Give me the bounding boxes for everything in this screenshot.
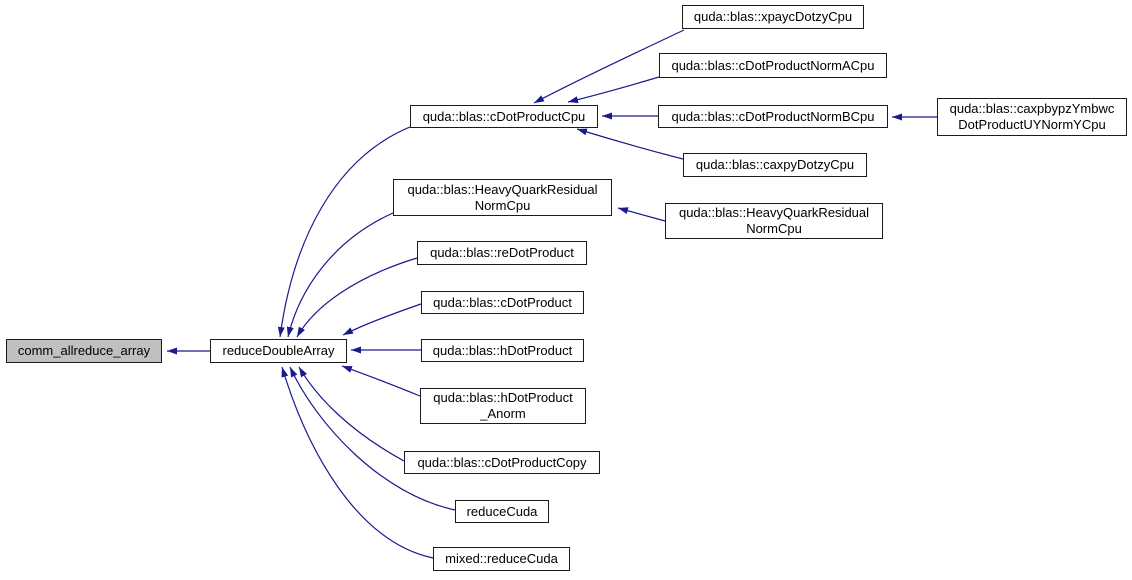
edge-HeavyQuarkResidualNormCpu-to-reduceDoubleArray <box>286 212 394 338</box>
edge-cDotProductCopy-to-reduceDoubleArray <box>298 366 405 462</box>
node-hDotProduct_Anorm[interactable]: quda::blas::hDotProduct _Anorm <box>420 388 586 424</box>
node-mixed_reduceCuda[interactable]: mixed::reduceCuda <box>433 547 570 571</box>
edge-cDotProduct-to-reduceDoubleArray <box>342 303 422 336</box>
edge-cDotProductNormACpu-to-cDotProductCpu <box>567 76 660 104</box>
node-reduceCuda[interactable]: reduceCuda <box>455 500 549 523</box>
node-comm_allreduce_array: comm_allreduce_array <box>6 339 162 363</box>
node-caxpyDotzyCpu[interactable]: quda::blas::caxpyDotzyCpu <box>683 153 867 177</box>
edge-reDotProduct-to-reduceDoubleArray <box>296 257 418 338</box>
node-cDotProductNormACpu[interactable]: quda::blas::cDotProductNormACpu <box>659 53 887 78</box>
node-cDotProductCopy[interactable]: quda::blas::cDotProductCopy <box>404 451 600 474</box>
node-cDotProductCpu[interactable]: quda::blas::cDotProductCpu <box>410 105 598 128</box>
node-cDotProductNormBCpu[interactable]: quda::blas::cDotProductNormBCpu <box>658 105 888 128</box>
edge-caxpyDotzyCpu-to-cDotProductCpu <box>576 128 684 160</box>
node-reduceDoubleArray[interactable]: reduceDoubleArray <box>210 339 347 363</box>
node-xpaycDotzyCpu[interactable]: quda::blas::xpaycDotzyCpu <box>682 5 864 29</box>
node-hDotProduct[interactable]: quda::blas::hDotProduct <box>421 339 584 362</box>
node-cDotProduct[interactable]: quda::blas::cDotProduct <box>421 291 584 314</box>
edge-mixed_reduceCuda-to-reduceDoubleArray <box>281 366 434 559</box>
node-HeavyQuarkResidualNormCpu[interactable]: quda::blas::HeavyQuarkResidual NormCpu <box>393 179 612 216</box>
node-reDotProduct[interactable]: quda::blas::reDotProduct <box>417 241 587 265</box>
edge-reduceCuda-to-reduceDoubleArray <box>289 366 456 511</box>
node-HeavyQuarkResidualNormCpu_caller[interactable]: quda::blas::HeavyQuarkResidual NormCpu <box>665 203 883 239</box>
edge-cDotProductCpu-to-reduceDoubleArray <box>277 126 411 338</box>
edge-xpaycDotzyCpu-to-cDotProductCpu <box>533 29 685 104</box>
node-caxpbypzYmbwcDotProductUYNormYCpu[interactable]: quda::blas::caxpbypzYmbwc DotProductUYNo… <box>937 98 1127 136</box>
edge-hDotProduct_Anorm-to-reduceDoubleArray <box>341 365 421 397</box>
edge-HeavyQuarkResidualNormCpu_caller-to-HeavyQuarkResidualNormCpu <box>617 207 666 222</box>
